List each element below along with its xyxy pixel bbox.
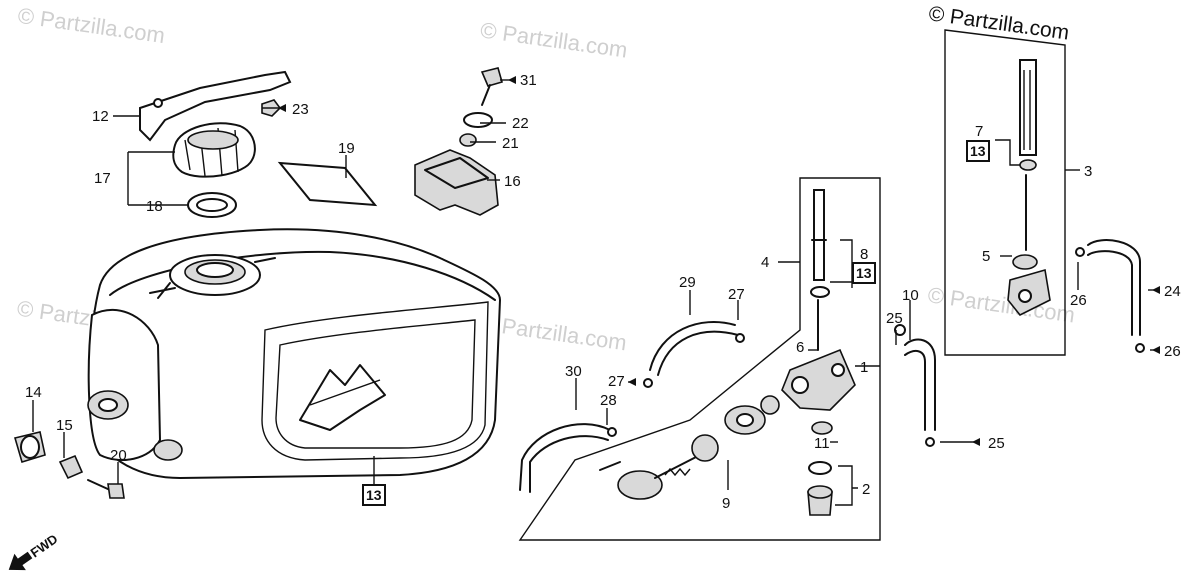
drain-cup-2: [807, 461, 833, 516]
callout-7: 7: [975, 123, 983, 140]
callout-5: 5: [982, 248, 990, 265]
watermark-text: © Partzilla.com: [478, 310, 628, 355]
callout-13-tank: 13: [366, 487, 382, 503]
callout-4: 4: [761, 254, 769, 271]
callout-11: 11: [814, 435, 830, 452]
callout-labels: 12 17 18 23 19 16 31 22 21 14 15 20 13 4…: [25, 72, 1181, 512]
callout-2: 2: [862, 481, 870, 498]
callout-14: 14: [25, 384, 42, 401]
oring-11: [811, 421, 833, 435]
callout-31: 31: [520, 72, 537, 89]
callout-26-left: 26: [1070, 292, 1087, 309]
callout-3: 3: [1084, 163, 1092, 180]
callout-13-reserve: 13: [970, 143, 986, 159]
callout-20: 20: [110, 447, 127, 464]
callout-12: 12: [92, 108, 109, 125]
watermark-logo: © Partzilla.com: [927, 2, 1070, 44]
box-13-reserve: [966, 140, 990, 162]
callout-24: 24: [1164, 283, 1181, 300]
fuel-hose-30: [519, 423, 611, 493]
callout-8: 8: [860, 246, 868, 263]
fuel-cap: [172, 122, 256, 178]
callout-28: 28: [600, 392, 617, 409]
fuel-hose-29: [649, 321, 739, 376]
callout-10: 10: [902, 287, 919, 304]
watermark-text: © Partzilla.com: [16, 3, 166, 48]
watermark-text: © Partzilla.com: [479, 17, 629, 62]
callout-26-right: 26: [1164, 343, 1181, 360]
fuel-hose-10: [904, 338, 936, 431]
cap-gasket: [187, 192, 237, 218]
lever-assembly-9: [599, 395, 780, 500]
rubber-cushion: [414, 149, 499, 216]
fuel-tank: [87, 228, 502, 480]
callout-16: 16: [504, 173, 521, 190]
callout-29: 29: [679, 274, 696, 291]
callout-13-strainer: 13: [856, 265, 872, 281]
reserve-valve-5: [1007, 254, 1051, 317]
reserve-pipe-7: [1019, 59, 1037, 251]
callout-21: 21: [502, 135, 519, 152]
callout-27-mid: 27: [608, 373, 625, 390]
reserve-frame-3: [944, 29, 1066, 356]
box-13-tank: [362, 484, 386, 506]
clip-25: [894, 324, 935, 447]
leader-arrowheads: [278, 76, 1160, 446]
callout-25-bottom: 25: [988, 435, 1005, 452]
callout-30: 30: [565, 363, 582, 380]
cap-bracket: [139, 70, 292, 142]
fuel-valve-body: [781, 299, 856, 411]
clip-27-28: [607, 333, 745, 437]
callout-15: 15: [56, 417, 73, 434]
fwd-label: FWD: [28, 531, 61, 560]
strainer-8: [810, 189, 830, 298]
box-13-strainer: [852, 262, 876, 284]
decal-strip: [277, 161, 378, 207]
callout-23: 23: [292, 101, 309, 118]
bolt-31: [480, 67, 503, 106]
washer-22: [463, 112, 493, 128]
callout-6-petcock: 6: [796, 339, 804, 356]
callout-18: 18: [146, 198, 163, 215]
callout-17: 17: [94, 170, 111, 187]
callout-25-top: 25: [886, 310, 903, 327]
callout-27-top: 27: [728, 286, 745, 303]
petcock-frame-1: [518, 177, 881, 541]
callout-9: 9: [722, 495, 730, 512]
clip-26: [1075, 247, 1145, 353]
forward-direction-arrow: FWD: [8, 531, 61, 571]
callout-22: 22: [512, 115, 529, 132]
fuel-hose-24: [1087, 239, 1141, 336]
callout-19: 19: [338, 140, 355, 157]
cushion-14: [13, 431, 46, 464]
collar-21: [459, 133, 477, 147]
watermark-text: © Partzilla.com: [926, 282, 1076, 327]
arrow-left-icon: [8, 551, 33, 571]
collar-15: [58, 454, 84, 480]
callout-1: 1: [860, 359, 868, 376]
